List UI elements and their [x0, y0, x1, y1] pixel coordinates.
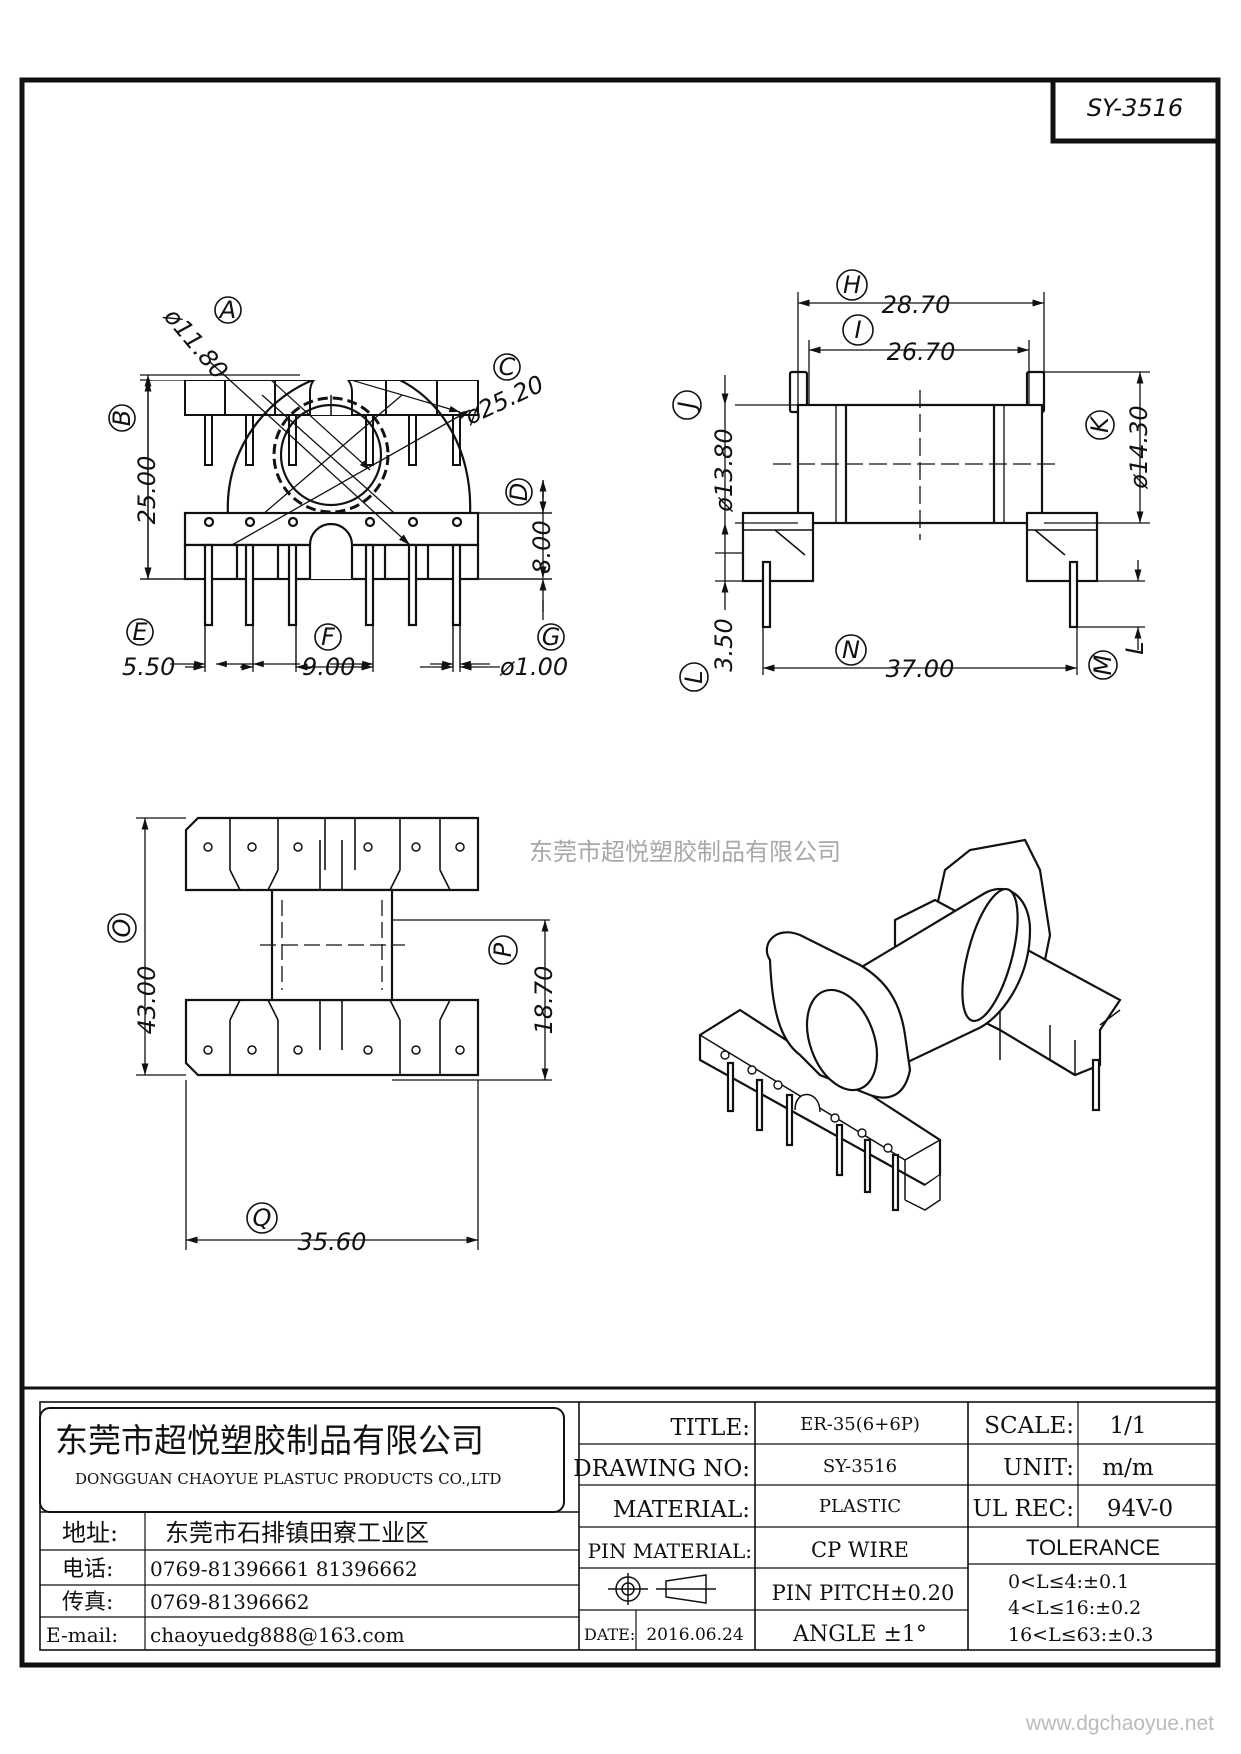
- svg-text:TITLE:: TITLE:: [670, 1415, 750, 1441]
- iso-front-pin-holes: [720, 1050, 893, 1153]
- dim-d: 8.00: [528, 520, 556, 573]
- email: chaoyuedg888@163.com: [150, 1623, 405, 1647]
- svg-text:O: O: [108, 919, 136, 938]
- title-block-text: 东莞市超悦塑胶制品有限公司 DONGGUAN CHAOYUE PLASTUC P…: [46, 1413, 1173, 1647]
- dim-l: 3.50: [710, 618, 738, 671]
- front-pin-dims: [185, 625, 500, 672]
- top-callouts: O 43.00 P 18.70 Q 35.60: [107, 913, 558, 1256]
- top-pin-holes: [203, 842, 465, 1055]
- svg-text:PIN MATERIAL:: PIN MATERIAL:: [588, 1539, 752, 1563]
- dim-n: 37.00: [886, 655, 955, 683]
- dim-i: 26.70: [887, 338, 956, 366]
- svg-text:UL REC:: UL REC:: [973, 1496, 1074, 1522]
- dim-g: ø1.00: [499, 653, 568, 681]
- date: 2016.06.24: [646, 1625, 743, 1645]
- svg-text:Q: Q: [253, 1204, 272, 1232]
- website: www.dgchaoyue.net: [1025, 1712, 1214, 1735]
- dim-e: 5.50: [122, 653, 175, 681]
- iso-pins: [726, 1061, 900, 1212]
- front-dims: [140, 361, 552, 612]
- material: PLASTIC: [819, 1496, 901, 1517]
- dim-b: 25.00: [133, 456, 161, 525]
- dim-j: ø13.80: [710, 428, 738, 512]
- scale: 1/1: [1109, 1413, 1146, 1439]
- tolerance-label: TOLERANCE: [1026, 1535, 1160, 1560]
- svg-text:J: J: [673, 401, 701, 412]
- tolerance-3: 16<L≤63:±0.3: [1008, 1624, 1153, 1646]
- pin-material: CP WIRE: [811, 1538, 909, 1562]
- dim-m: L: [1121, 641, 1149, 654]
- tolerance-2: 4<L≤16:±0.2: [1008, 1597, 1141, 1619]
- svg-text:L: L: [680, 670, 708, 683]
- svg-text:UNIT:: UNIT:: [1003, 1455, 1074, 1481]
- tolerance-1: 0<L≤4:±0.1: [1008, 1571, 1129, 1593]
- svg-text:D: D: [505, 483, 533, 501]
- title-value: ER-35(6+6P): [800, 1414, 920, 1435]
- front-mask: [150, 180, 630, 380]
- svg-text:MATERIAL:: MATERIAL:: [613, 1497, 750, 1523]
- isometric-view: [698, 838, 1122, 1212]
- svg-text:N: N: [842, 636, 860, 664]
- dim-k: ø14.30: [1125, 405, 1153, 489]
- svg-text:传真:: 传真:: [62, 1590, 113, 1615]
- svg-text:A: A: [218, 296, 236, 324]
- outer-frame: [19, 77, 1221, 1668]
- svg-text:K: K: [1086, 415, 1114, 433]
- angle: ANGLE ±1°: [792, 1622, 927, 1647]
- front-callouts: A ø11.80 B 25.00 C ø25.20 D 8.00 E F G: [108, 296, 565, 651]
- title-block: [22, 1386, 1219, 1651]
- company-name-en: DONGGUAN CHAOYUE PLASTUC PRODUCTS CO.,LT…: [75, 1470, 501, 1488]
- dim-h: 28.70: [882, 291, 951, 319]
- front-view-geometry: [183, 370, 480, 627]
- svg-text:地址:: 地址:: [62, 1519, 118, 1547]
- dim-o: 43.00: [133, 966, 161, 1035]
- phone: 0769-81396661 81396662: [150, 1557, 418, 1581]
- watermark: 东莞市超悦塑胶制品有限公司: [529, 839, 841, 866]
- top-dims: [136, 817, 552, 1250]
- svg-text:P: P: [489, 942, 517, 957]
- unit: m/m: [1102, 1455, 1154, 1481]
- svg-text:M: M: [1089, 654, 1117, 675]
- address: 东莞市石排镇田寮工业区: [165, 1519, 429, 1547]
- svg-text:E: E: [132, 618, 148, 646]
- svg-text:SCALE:: SCALE:: [984, 1413, 1074, 1439]
- side-view: [741, 370, 1099, 629]
- fax: 0769-81396662: [150, 1590, 309, 1614]
- svg-text:B: B: [108, 410, 136, 426]
- side-dims: [715, 292, 1150, 675]
- pin-pitch: PIN PITCH±0.20: [772, 1581, 955, 1605]
- drawing-id-box: [1050, 77, 1221, 144]
- dim-p: 18.70: [530, 966, 558, 1035]
- svg-text:F: F: [321, 623, 336, 651]
- side-callouts: H 28.70 I 26.70 J ø13.80 K ø14.30 L 3.50…: [672, 269, 1153, 692]
- svg-text:电话:: 电话:: [62, 1557, 113, 1582]
- front-mask-2: [560, 380, 630, 680]
- drawing-no: SY-3516: [823, 1456, 897, 1477]
- svg-text:E-mail:: E-mail:: [46, 1623, 118, 1647]
- svg-text:G: G: [542, 623, 561, 651]
- svg-text:DRAWING NO:: DRAWING NO:: [573, 1456, 750, 1482]
- company-name-cn: 东莞市超悦塑胶制品有限公司: [55, 1421, 484, 1460]
- svg-text:H: H: [843, 271, 861, 299]
- drawing-id: SY-3516: [1087, 94, 1183, 122]
- svg-text:I: I: [854, 316, 861, 344]
- svg-text:C: C: [499, 353, 516, 381]
- ul-rec: 94V-0: [1107, 1496, 1173, 1522]
- dim-f: 9.00: [302, 653, 355, 681]
- projection-symbol-icon: [608, 1573, 716, 1605]
- svg-text:DATE:: DATE:: [584, 1625, 635, 1644]
- top-view: [184, 816, 480, 1077]
- dim-q: 35.60: [298, 1228, 367, 1256]
